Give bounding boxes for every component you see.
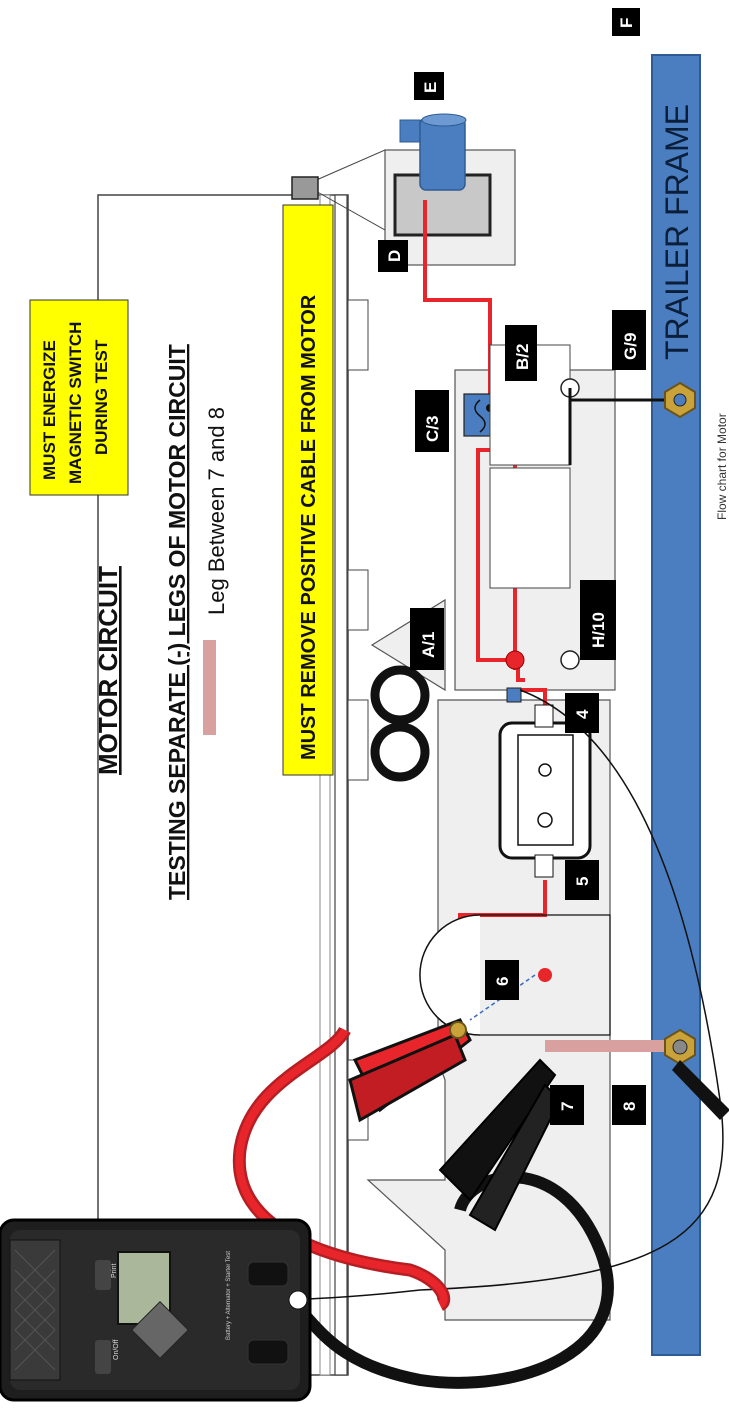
label-8: 8 xyxy=(612,1085,646,1125)
trailer-frame xyxy=(651,54,701,1356)
tester-button-print[interactable] xyxy=(95,1260,111,1290)
sense-clip[interactable] xyxy=(672,1060,729,1120)
energize-line-2: MAGNETIC SWITCH xyxy=(66,322,85,484)
label-b2: B/2 xyxy=(505,325,537,381)
tester-dpad[interactable] xyxy=(131,1301,189,1359)
svg-text:4: 4 xyxy=(573,709,592,719)
label-4: 4 xyxy=(565,693,599,733)
switch-terminal-positive-lower xyxy=(505,650,525,670)
tester-port-black xyxy=(247,1339,289,1365)
tester-red-cable-core xyxy=(235,1027,448,1309)
tester-sense-port xyxy=(288,1290,308,1310)
svg-text:8: 8 xyxy=(620,1102,639,1111)
remove-cable-note xyxy=(282,204,334,776)
tester-onoff-label: On/Off xyxy=(113,1339,120,1360)
label-7: 7 xyxy=(550,1085,584,1125)
label-d: D xyxy=(378,240,408,272)
energize-note xyxy=(29,299,129,496)
wire-connector xyxy=(506,687,522,703)
diagram-title: MOTOR CIRCUIT xyxy=(93,566,123,775)
label-e: E xyxy=(414,72,444,100)
label-h10: H/10 xyxy=(580,580,616,660)
tester-brand: Battery + Alternator + Starter Test xyxy=(226,1251,232,1340)
svg-text:E: E xyxy=(421,82,440,93)
remove-cable-text: MUST REMOVE POSITIVE CABLE FROM MOTOR xyxy=(298,294,320,760)
tester-button-onoff[interactable] xyxy=(95,1340,111,1374)
energize-line-1: MUST ENERGIZE xyxy=(40,340,59,480)
svg-text:F: F xyxy=(617,18,636,28)
legend-label: Leg Between 7 and 8 xyxy=(204,407,229,615)
svg-text:5: 5 xyxy=(573,877,592,886)
svg-text:6: 6 xyxy=(493,977,512,986)
trailer-frame-label: TRAILER FRAME xyxy=(659,104,695,360)
mount-bolt xyxy=(291,176,319,200)
motor-solenoid xyxy=(498,704,592,878)
svg-text:C/3: C/3 xyxy=(423,416,442,442)
seal-ring-upper xyxy=(370,722,430,782)
switch-terminal-ground-lower xyxy=(560,650,580,670)
red-clamp[interactable] xyxy=(348,1018,472,1123)
pump-cylinder xyxy=(399,113,467,191)
energize-line-3: DURING TEST xyxy=(92,339,111,455)
svg-text:A/1: A/1 xyxy=(419,632,438,658)
tester-print-label: Print xyxy=(111,1264,118,1278)
svg-text:B/2: B/2 xyxy=(513,344,532,370)
motor-positive-stud xyxy=(538,968,552,982)
tester-port-red xyxy=(247,1261,289,1287)
svg-text:H/10: H/10 xyxy=(589,612,608,648)
label-6: 6 xyxy=(485,960,519,1000)
svg-text:7: 7 xyxy=(558,1102,577,1111)
sense-wire xyxy=(249,689,724,1301)
battery-tester[interactable]: Print On/Off Battery + Alternator + Star… xyxy=(0,1218,312,1402)
legend-swatch xyxy=(203,640,216,735)
test-leg-7-8 xyxy=(545,1040,685,1052)
switch-terminal-box-left xyxy=(489,467,571,589)
label-f: F xyxy=(612,8,640,36)
svg-text:G/9: G/9 xyxy=(621,333,640,360)
seal-ring-lower xyxy=(370,665,430,725)
svg-text:D: D xyxy=(385,250,404,262)
frame-bolt-g9 xyxy=(664,381,696,419)
label-a1: A/1 xyxy=(410,608,444,670)
page-footnote: Flow chart for Motor xyxy=(715,413,729,520)
label-5: 5 xyxy=(565,860,599,900)
label-g9: G/9 xyxy=(612,310,646,370)
ground-wire-g9 xyxy=(568,388,680,465)
diagram-subtitle: TESTING SEPARATE (-) LEGS OF MOTOR CIRCU… xyxy=(164,344,190,900)
label-c3: C/3 xyxy=(415,390,449,452)
